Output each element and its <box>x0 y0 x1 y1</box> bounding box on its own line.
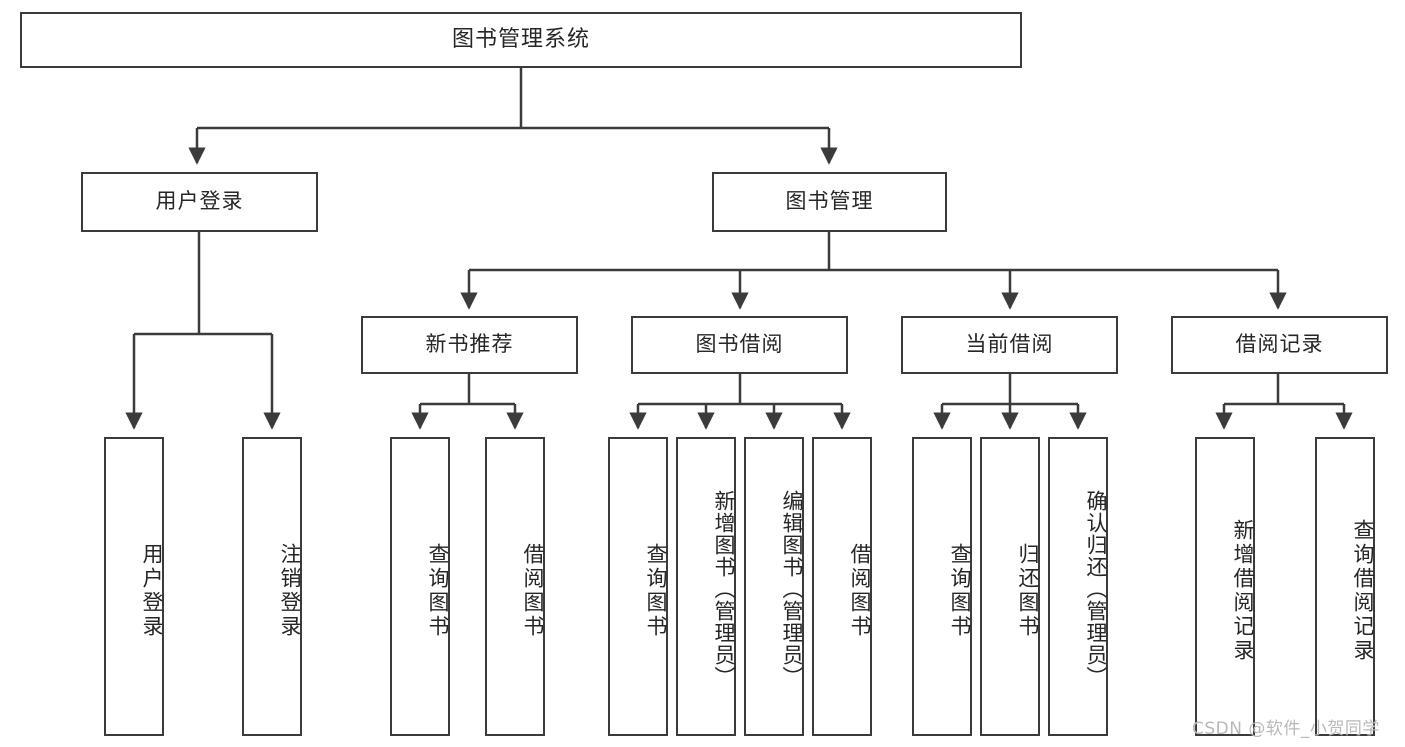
node-book-management[interactable]: 图书管理 <box>712 172 947 232</box>
node-new-book-recommend[interactable]: 新书推荐 <box>361 316 578 374</box>
node-root-book-management-system[interactable]: 图书管理系统 <box>20 12 1022 68</box>
leaf-book-borrow-edit-book-admin[interactable]: 编辑图书（管理员） <box>744 437 804 736</box>
node-book-borrow[interactable]: 图书借阅 <box>631 316 848 374</box>
leaf-borrow-record-query-record[interactable]: 查询借阅记录 <box>1315 437 1375 736</box>
leaf-user-login-do-login[interactable]: 用户登录 <box>104 437 164 736</box>
leaf-borrow-record-add-record[interactable]: 新增借阅记录 <box>1195 437 1255 736</box>
csdn-watermark: CSDN @软件_小贺同学 <box>1192 719 1380 739</box>
node-current-borrow[interactable]: 当前借阅 <box>901 316 1118 374</box>
leaf-new-book-borrow-book[interactable]: 借阅图书 <box>485 437 545 736</box>
leaf-book-borrow-add-book-admin[interactable]: 新增图书（管理员） <box>676 437 736 736</box>
leaf-new-book-query-book[interactable]: 查询图书 <box>390 437 450 736</box>
node-user-login[interactable]: 用户登录 <box>81 172 318 232</box>
leaf-current-borrow-return-book[interactable]: 归还图书 <box>980 437 1040 736</box>
leaf-book-borrow-query-book[interactable]: 查询图书 <box>608 437 668 736</box>
leaf-current-borrow-confirm-return-admin[interactable]: 确认归还（管理员） <box>1048 437 1108 736</box>
leaf-current-borrow-query-book[interactable]: 查询图书 <box>912 437 972 736</box>
leaf-book-borrow-borrow-book[interactable]: 借阅图书 <box>812 437 872 736</box>
node-borrow-record[interactable]: 借阅记录 <box>1171 316 1388 374</box>
leaf-user-login-logout[interactable]: 注销登录 <box>242 437 302 736</box>
